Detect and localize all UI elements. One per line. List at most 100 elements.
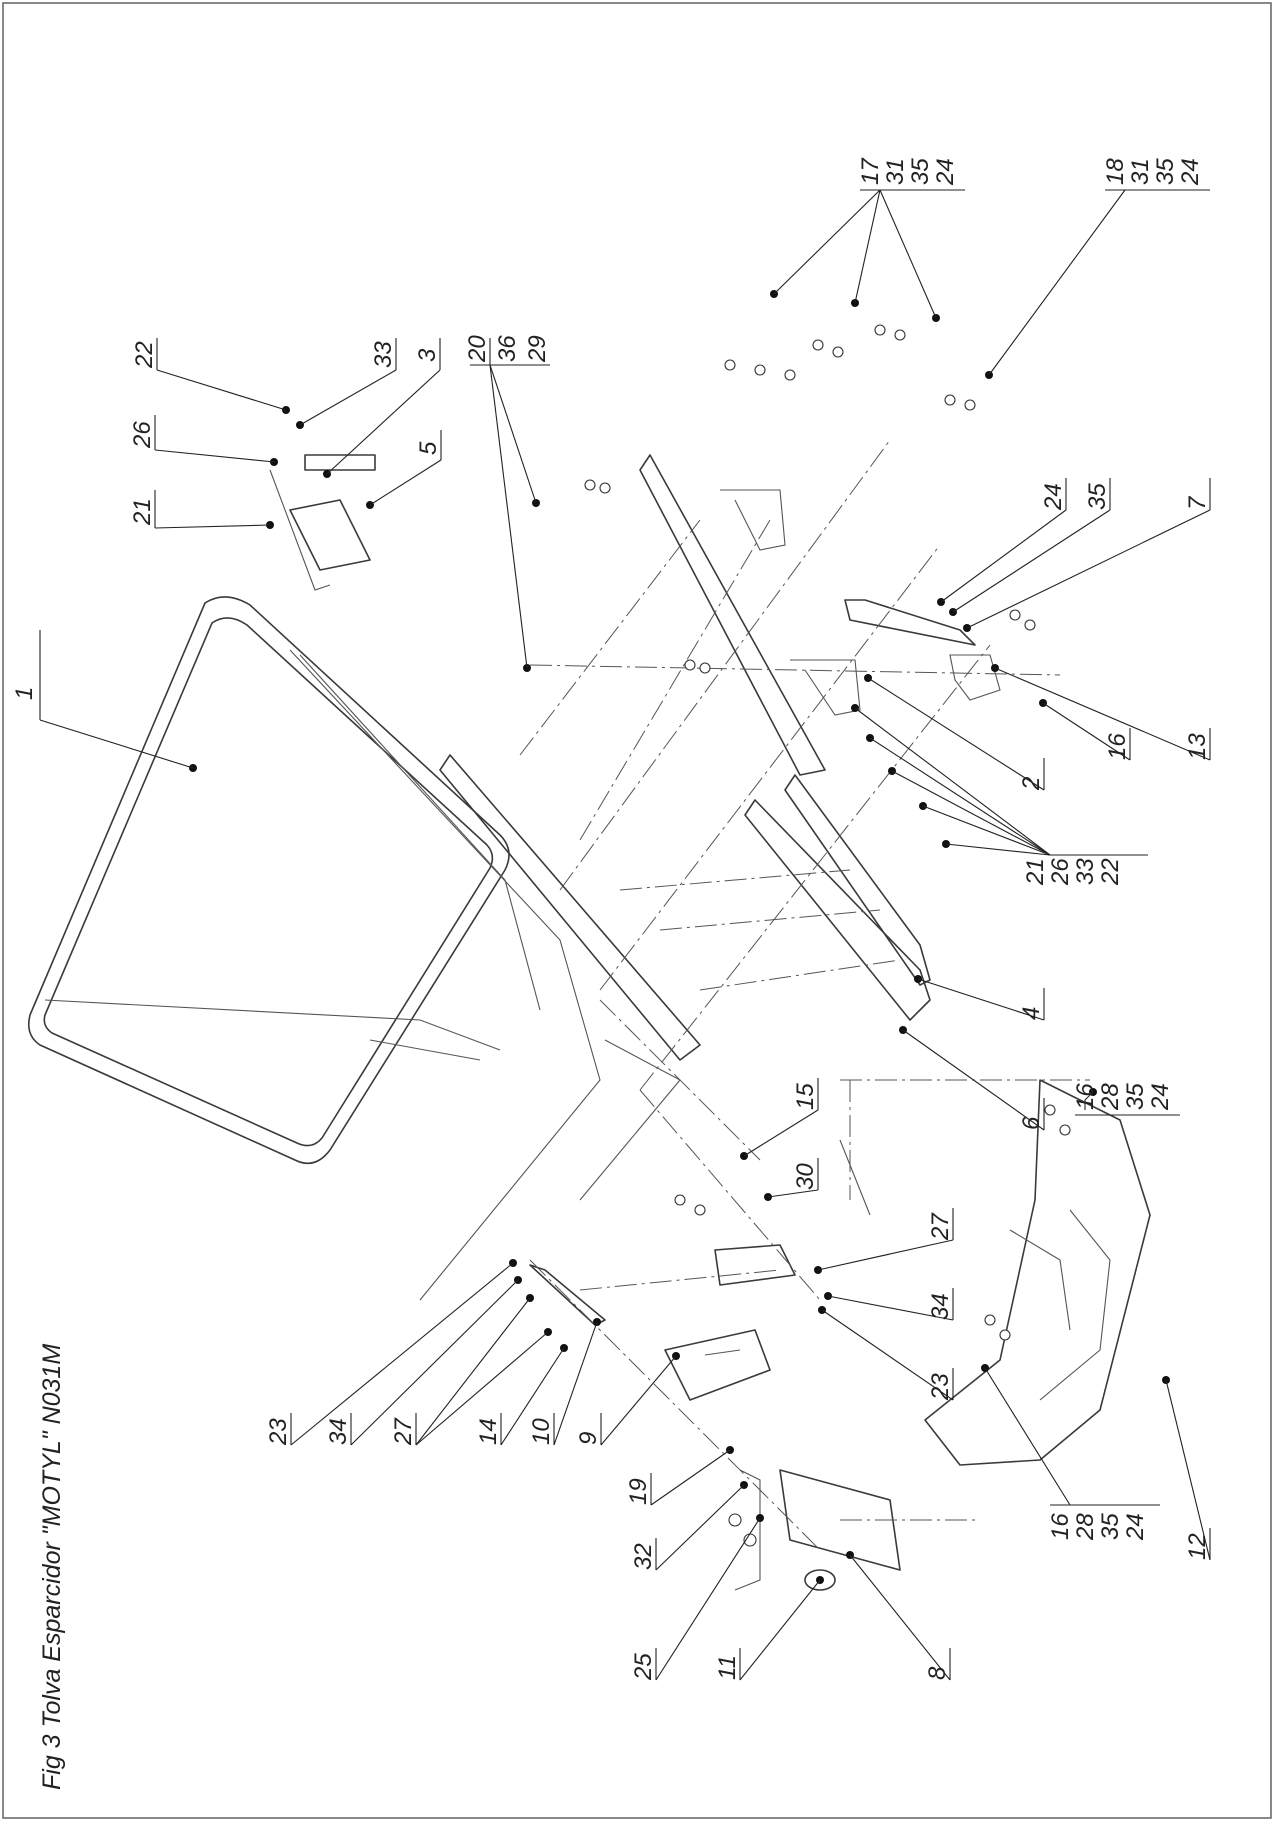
callout-16-28-35-24-lower: 16 28 35 24 <box>981 1364 1160 1541</box>
callout-14: 14 <box>475 1344 568 1446</box>
callout-16-single-label: 16 <box>1104 733 1131 760</box>
callout-16c-24-label: 24 <box>1122 1513 1149 1541</box>
bracket-part-27-34 <box>714 1139 871 1286</box>
callout-27-right-label: 27 <box>927 1212 954 1241</box>
crossbar-part-2 <box>639 454 861 776</box>
callout-23-left-label: 23 <box>265 1418 292 1446</box>
callout-18-31-label: 31 <box>1127 158 1154 185</box>
callout-14-label: 14 <box>475 1418 502 1445</box>
callout-25: 25 <box>630 1514 764 1681</box>
callout-34-right: 34 <box>824 1288 954 1321</box>
callout-6-label: 6 <box>1018 1116 1045 1130</box>
callout-11-label: 11 <box>714 1655 741 1680</box>
callout-11: 11 <box>714 1576 824 1681</box>
callout-22-group-label: 22 <box>1097 858 1124 886</box>
callout-13-label: 13 <box>1184 733 1211 760</box>
callout-17-35-label: 35 <box>907 158 934 185</box>
callout-32: 32 <box>630 1481 748 1571</box>
callout-4-label: 4 <box>1018 1007 1045 1020</box>
callout-15-label: 15 <box>792 1083 819 1110</box>
hub-part-11 <box>804 1569 836 1591</box>
hopper-body <box>27 596 701 1301</box>
callout-2: 2 <box>864 674 1045 791</box>
callout-26-group-label: 26 <box>1047 858 1074 886</box>
callout-17-label: 17 <box>857 157 884 185</box>
callout-12-label: 12 <box>1184 1533 1211 1560</box>
callout-33-group-label: 33 <box>1072 858 1099 885</box>
callout-21-group-label: 21 <box>1022 858 1049 886</box>
callout-36-label: 36 <box>494 335 521 362</box>
callout-18-31-35-24: 18 31 35 24 <box>985 158 1210 379</box>
callout-17-24-label: 24 <box>932 158 959 186</box>
callout-16-single: 16 <box>1039 699 1131 761</box>
callout-24: 24 <box>937 478 1067 606</box>
callout-33-label: 33 <box>370 341 397 368</box>
callout-27-right: 27 <box>814 1208 954 1274</box>
callout-7-label: 7 <box>1184 495 1211 510</box>
callout-5-label: 5 <box>415 441 442 455</box>
housing-part-12 <box>924 1079 1151 1466</box>
figure-title: Fig 3 Tolva Esparcidor "MOTYL" N031M <box>38 1344 66 1790</box>
callout-18-label: 18 <box>1102 158 1129 185</box>
callout-10-label: 10 <box>528 1418 555 1445</box>
callout-16c-35-label: 35 <box>1097 1513 1124 1540</box>
callout-21-single: 21 <box>129 490 274 529</box>
callout-3-label: 3 <box>414 348 441 362</box>
callout-33: 33 <box>296 338 397 429</box>
callout-6: 6 <box>899 1026 1045 1131</box>
callout-10: 10 <box>528 1318 601 1446</box>
callout-26: 26 <box>129 415 278 466</box>
callout-22-label: 22 <box>131 341 158 369</box>
callout-30: 30 <box>764 1158 819 1201</box>
callout-23-right-label: 23 <box>927 1373 954 1401</box>
callout-1: 1 <box>11 630 197 772</box>
callout-4: 4 <box>914 975 1045 1021</box>
callout-23-left: 23 <box>265 1259 517 1446</box>
bracket-part-7-13 <box>844 599 1001 701</box>
callout-16b-28-label: 28 <box>1097 1083 1124 1111</box>
callout-12: 12 <box>1162 1376 1211 1561</box>
callout-23-right: 23 <box>818 1306 954 1401</box>
callout-7: 7 <box>963 478 1211 632</box>
fastener-hardware <box>584 324 1071 1547</box>
callout-16b-24-label: 24 <box>1147 1083 1174 1111</box>
callout-16c-label: 16 <box>1047 1513 1074 1540</box>
callout-19-label: 19 <box>625 1478 652 1505</box>
callout-27-left-label: 27 <box>390 1417 417 1446</box>
bracket-part-3-5 <box>269 454 376 591</box>
callout-16c-28-label: 28 <box>1072 1513 1099 1541</box>
callout-35-label: 35 <box>1084 483 1111 510</box>
callout-16b-35-label: 35 <box>1122 1083 1149 1110</box>
callout-34-right-label: 34 <box>927 1293 954 1320</box>
plate-part-4-6 <box>744 774 931 1021</box>
callout-20-label: 20 <box>464 335 491 363</box>
callout-3: 3 <box>323 338 441 478</box>
callout-13: 13 <box>991 664 1211 761</box>
callout-35: 35 <box>949 478 1111 616</box>
callout-15: 15 <box>740 1078 819 1160</box>
callout-25-label: 25 <box>630 1653 657 1681</box>
callout-18-24-label: 24 <box>1177 158 1204 186</box>
bracket-part-9 <box>664 1329 771 1401</box>
callout-18-35-label: 35 <box>1152 158 1179 185</box>
callout-26-label: 26 <box>129 421 156 449</box>
callout-29-label: 29 <box>524 335 551 363</box>
plate-part-8 <box>734 1469 901 1591</box>
callout-17-31-35-24: 17 31 35 24 <box>770 157 965 322</box>
bracket-part-10 <box>529 1264 606 1326</box>
callout-5: 5 <box>366 430 442 509</box>
callout-2-label: 2 <box>1018 777 1045 791</box>
callout-8-label: 8 <box>924 1666 951 1680</box>
callout-16-28-35-24-upper: 16 28 35 24 <box>1072 1083 1180 1116</box>
assembly-axes <box>519 439 1090 1551</box>
callout-16b-label: 16 <box>1072 1083 1099 1110</box>
callout-22: 22 <box>131 338 290 414</box>
callout-34-left: 34 <box>325 1276 522 1446</box>
callout-9: 9 <box>575 1352 680 1446</box>
callout-1-label: 1 <box>11 687 38 700</box>
callout-9-label: 9 <box>575 1432 602 1445</box>
callout-34-left-label: 34 <box>325 1418 352 1445</box>
callout-27-left: 27 <box>390 1294 552 1446</box>
